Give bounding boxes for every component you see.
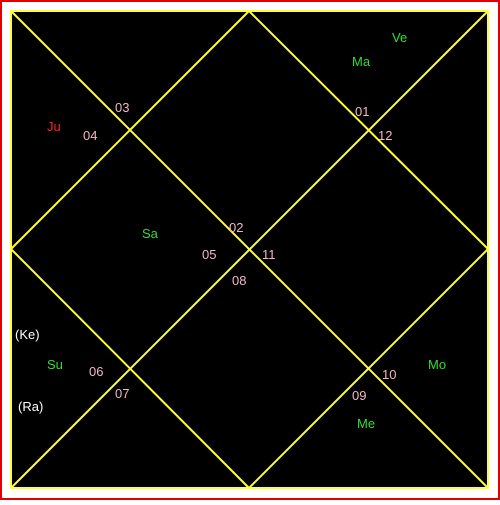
house-number-09: 09	[352, 388, 366, 403]
planet-ra: (Ra)	[18, 399, 43, 414]
planet-ke: (Ke)	[15, 327, 40, 342]
house-number-08: 08	[232, 273, 246, 288]
planet-ma: Ma	[352, 54, 371, 69]
diamond-edge-top-left	[10, 10, 250, 250]
planet-ve: Ve	[392, 30, 407, 45]
planet-su: Su	[47, 357, 63, 372]
diamond-edge-bottom-left	[10, 248, 250, 489]
diamond-edge-top-right	[248, 10, 489, 250]
planet-mo: Mo	[428, 357, 446, 372]
house-number-12: 12	[378, 128, 392, 143]
planet-ju: Ju	[47, 119, 61, 134]
house-number-01: 01	[355, 104, 369, 119]
house-number-06: 06	[89, 364, 103, 379]
house-number-07: 07	[115, 386, 129, 401]
house-number-04: 04	[83, 128, 97, 143]
house-number-02: 02	[229, 220, 243, 235]
planet-me: Me	[357, 416, 375, 431]
house-number-10: 10	[382, 367, 396, 382]
house-number-11: 11	[262, 247, 276, 262]
diamond-edge-bottom-right	[248, 248, 489, 489]
diagonal-line-anti	[10, 10, 489, 489]
house-number-05: 05	[202, 247, 216, 262]
planet-sa: Sa	[142, 226, 159, 241]
house-number-03: 03	[115, 100, 129, 115]
